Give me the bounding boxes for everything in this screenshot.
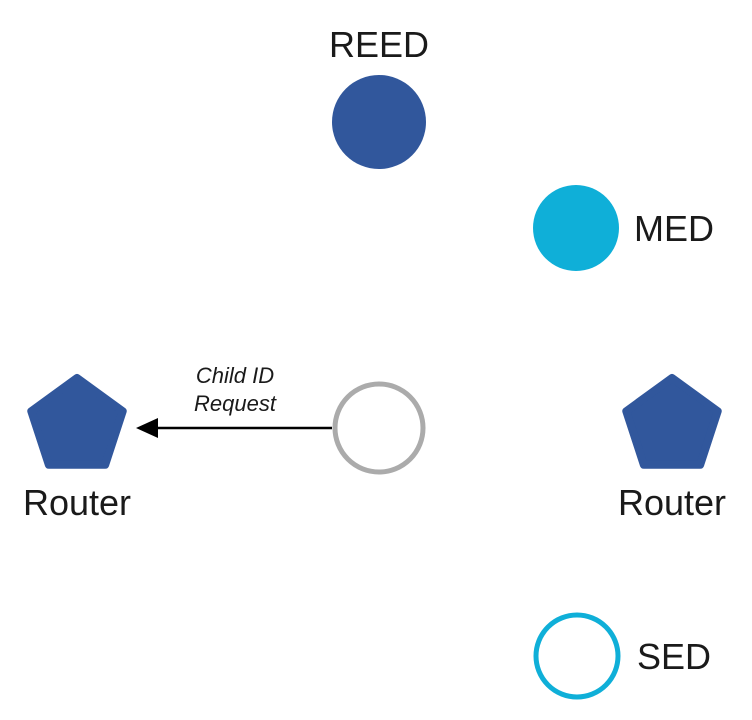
med-circle-shape[interactable]: [533, 185, 619, 271]
reed-label: REED: [329, 24, 429, 65]
router-right-pentagon-shape[interactable]: [622, 374, 722, 469]
child-id-request-arrowhead: [136, 418, 158, 438]
med-label: MED: [634, 208, 714, 249]
node-sed[interactable]: SED: [533, 612, 711, 700]
node-parent-candidate[interactable]: [332, 381, 426, 475]
router-left-pentagon-shape[interactable]: [27, 374, 127, 469]
edge-child-id-request[interactable]: Child ID Request: [136, 363, 332, 438]
child-id-request-label-line2: Request: [194, 391, 277, 416]
parent-candidate-circle-shape[interactable]: [332, 381, 426, 475]
node-router-left[interactable]: Router: [23, 374, 131, 523]
sed-label: SED: [637, 636, 711, 677]
router-right-label: Router: [618, 482, 726, 523]
sed-circle-shape[interactable]: [533, 612, 621, 700]
node-router-right[interactable]: Router: [618, 374, 726, 523]
router-left-label: Router: [23, 482, 131, 523]
node-reed[interactable]: REED: [329, 24, 429, 169]
node-med[interactable]: MED: [533, 185, 714, 271]
child-id-request-label-line1: Child ID: [196, 363, 274, 388]
reed-circle-shape[interactable]: [332, 75, 426, 169]
